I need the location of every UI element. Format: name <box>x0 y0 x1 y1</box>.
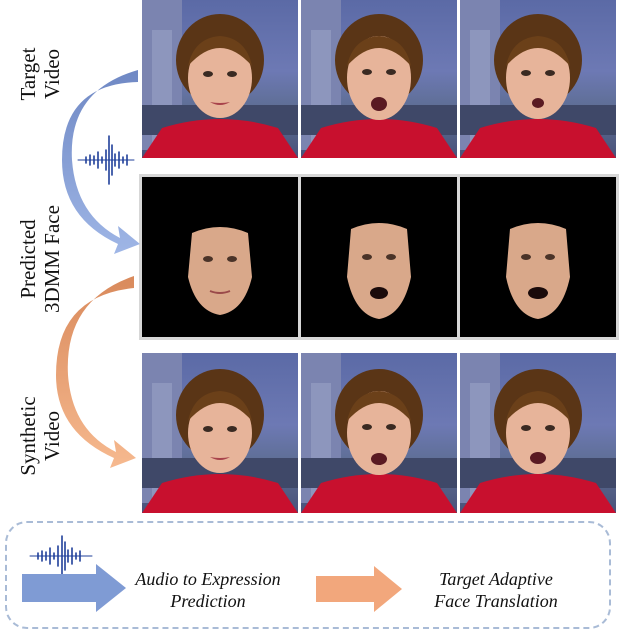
predicted-3dmm-face-frames <box>139 174 619 340</box>
legend-label-face-translation: Target Adaptive Face Translation <box>412 568 580 612</box>
legend-label-line: Prediction <box>128 590 288 612</box>
person-image <box>460 353 616 513</box>
row-label-predicted-3dmm-face: Predicted 3DMM Face <box>16 179 64 339</box>
blue-curved-arrow-icon <box>62 70 140 254</box>
target-video-frame <box>142 0 298 158</box>
row-label-line: Synthetic <box>16 356 40 516</box>
row-label-synthetic-video: Synthetic Video <box>16 356 64 516</box>
row-label-line: Video <box>40 356 64 516</box>
synthetic-video-frames <box>142 353 616 513</box>
legend-label-line: Audio to Expression <box>128 568 288 590</box>
legend-label-line: Target Adaptive <box>412 568 580 590</box>
person-image <box>460 0 616 158</box>
person-image <box>301 0 457 158</box>
person-image <box>301 353 457 513</box>
3dmm-face-image <box>301 177 457 337</box>
synthetic-video-frame <box>142 353 298 513</box>
legend-label-line: Face Translation <box>412 590 580 612</box>
waveform-icon <box>78 136 134 184</box>
person-image <box>142 353 298 513</box>
predicted-face-frame <box>142 177 298 337</box>
target-video-frame <box>301 0 457 158</box>
target-video-frame <box>460 0 616 158</box>
synthetic-video-frame <box>301 353 457 513</box>
row-label-line: Predicted <box>16 179 40 339</box>
predicted-face-frame <box>301 177 457 337</box>
predicted-face-frame <box>460 177 616 337</box>
row-label-line: 3DMM Face <box>40 179 64 339</box>
3dmm-face-image <box>142 177 298 337</box>
row-label-target-video: Target Video <box>16 0 64 154</box>
legend-label-audio-to-expression: Audio to Expression Prediction <box>128 568 288 612</box>
row-label-line: Video <box>40 0 64 154</box>
person-image <box>142 0 298 158</box>
target-video-frames <box>142 0 616 158</box>
synthetic-video-frame <box>460 353 616 513</box>
row-label-line: Target <box>16 0 40 154</box>
3dmm-face-image <box>460 177 616 337</box>
orange-curved-arrow-icon <box>56 276 136 468</box>
